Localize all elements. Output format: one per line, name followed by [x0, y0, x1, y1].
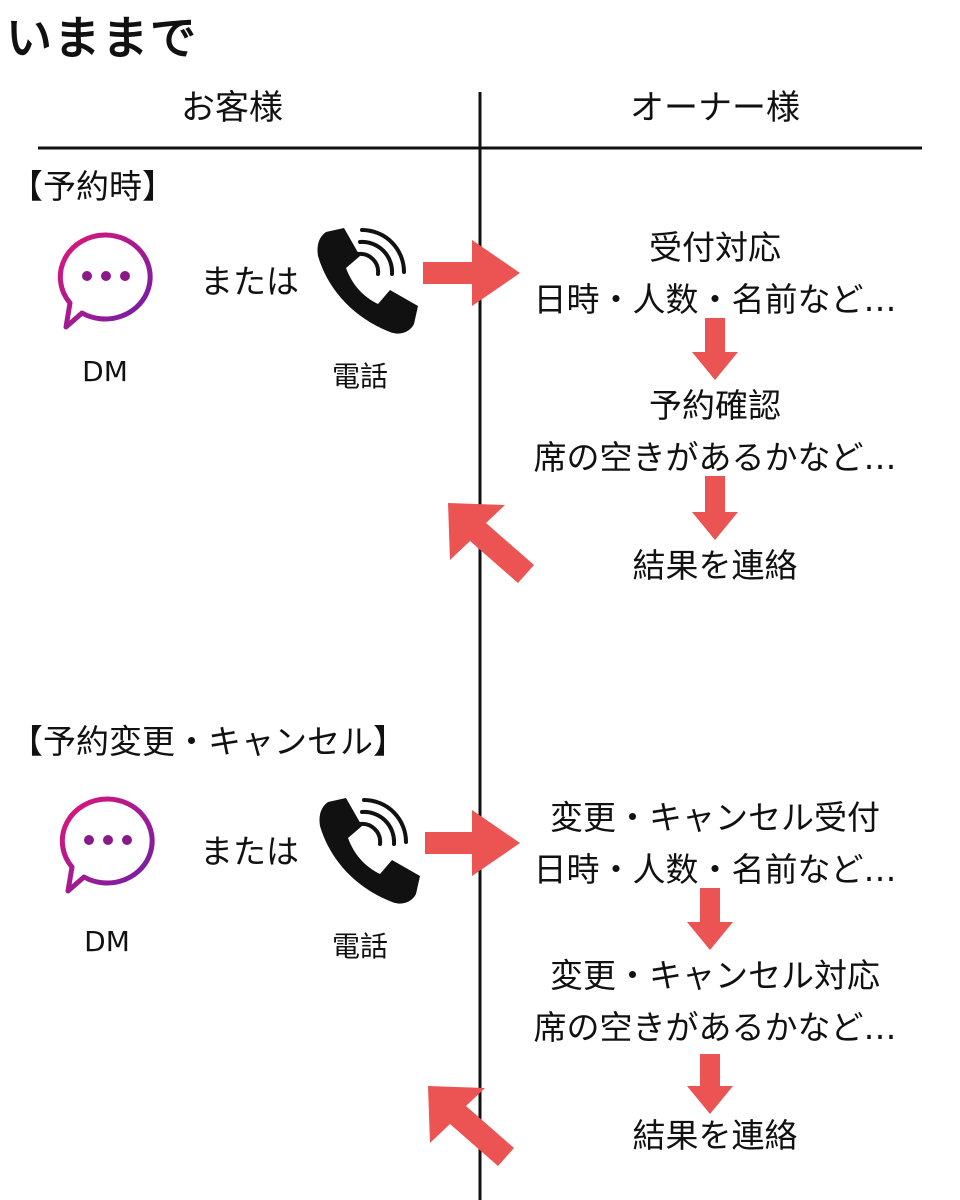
step-detail: 日時・人数・名前など…: [533, 280, 897, 319]
arrow-down-icon: [692, 476, 738, 540]
arrow-down-icon: [687, 888, 733, 950]
section-label-change-cancel: 【予約変更・キャンセル】: [10, 722, 406, 761]
arrow-right-icon: [425, 810, 520, 876]
phone-calling-icon: [319, 798, 420, 904]
column-header-customer: お客様: [181, 88, 283, 128]
section-label-reservation: 【予約時】: [10, 167, 175, 206]
chat-bubble-icon: [57, 232, 153, 330]
arrow-down-icon: [687, 1054, 733, 1114]
dm-label: DM: [82, 355, 128, 388]
step-detail: 席の空きがあるかなど…: [533, 438, 897, 477]
step-reception: 受付対応 日時・人数・名前など…: [495, 222, 935, 326]
phone-calling-icon: [317, 228, 418, 334]
phone-label: 電話: [331, 360, 388, 393]
dm-label: DM: [84, 925, 130, 958]
chat-bubble-icon: [59, 796, 155, 894]
arrow-right-icon: [423, 240, 520, 306]
step-detail: 日時・人数・名前など…: [533, 850, 897, 889]
or-text: または: [200, 832, 299, 871]
step-title: 予約確認: [649, 386, 781, 425]
step-change-handling: 変更・キャンセル対応 席の空きがあるかなど…: [495, 950, 935, 1054]
step-title: 変更・キャンセル対応: [550, 956, 880, 995]
arrow-down-icon: [692, 318, 738, 380]
step-title: 受付対応: [649, 228, 781, 267]
step-title: 結果を連絡: [632, 1116, 798, 1155]
step-result: 結果を連絡: [495, 1110, 935, 1162]
arrow-up-left-icon: [448, 503, 534, 583]
or-text: または: [200, 262, 299, 301]
step-confirm: 予約確認 席の空きがあるかなど…: [495, 380, 935, 484]
step-title: 変更・キャンセル受付: [550, 798, 880, 837]
step-result: 結果を連絡: [495, 540, 935, 592]
step-detail: 席の空きがあるかなど…: [533, 1008, 897, 1047]
arrow-up-left-icon: [428, 1086, 514, 1166]
page-title: いままで: [6, 11, 198, 65]
column-header-owner: オーナー様: [630, 88, 800, 128]
step-change-reception: 変更・キャンセル受付 日時・人数・名前など…: [495, 792, 935, 896]
step-title: 結果を連絡: [632, 546, 798, 585]
phone-label: 電話: [331, 930, 388, 963]
